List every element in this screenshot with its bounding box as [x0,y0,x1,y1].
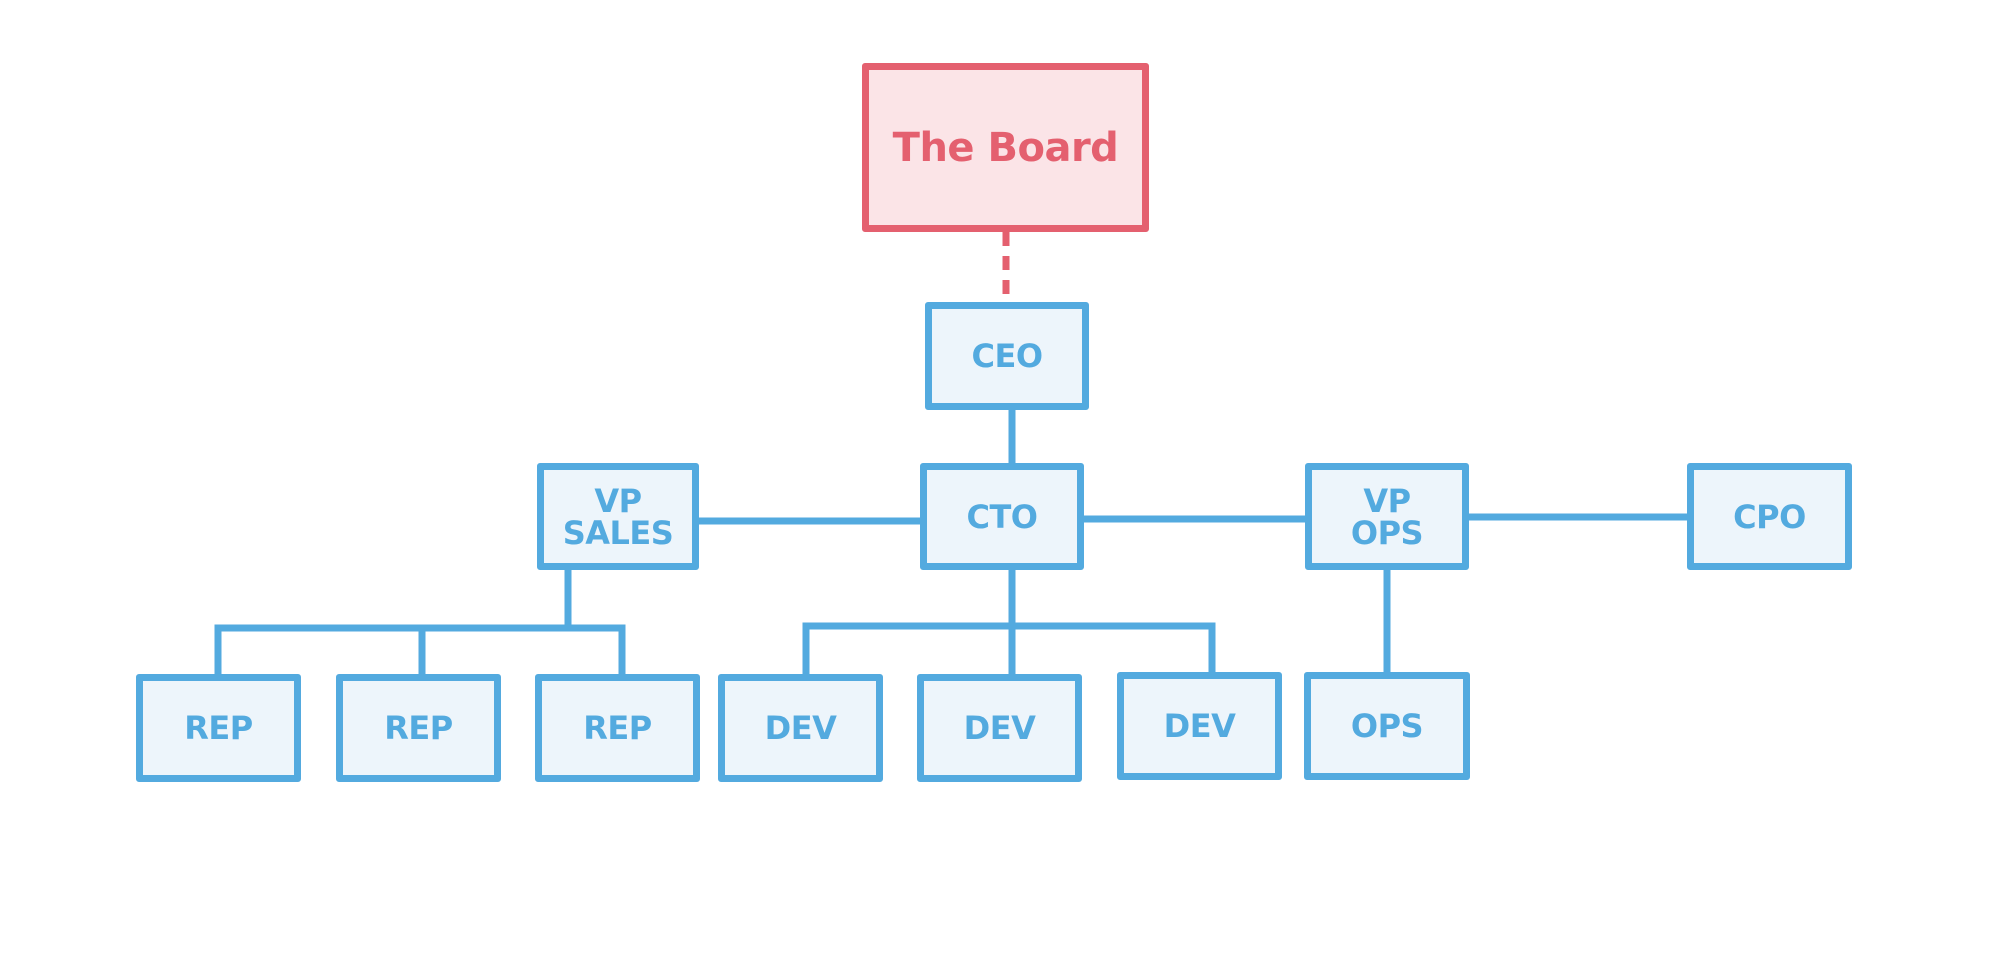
cto-node: CTO [920,463,1084,570]
vp-sales-label-line2: SALES [562,513,674,552]
vp-ops-node: VP OPS [1305,463,1469,570]
ops-node: OPS [1304,672,1470,780]
dev-node-3: DEV [1117,672,1282,780]
ceo-label: CEO [971,337,1043,375]
rep-node-2: REP [336,674,501,782]
cpo-label: CPO [1733,497,1806,536]
cto-label: CTO [966,497,1038,536]
rep-label-2: REP [384,709,453,747]
devs-bracket-connector [802,622,1216,676]
vp-ops-label-line1: VP [1363,481,1411,520]
dev-label-2: DEV [963,709,1036,747]
vp-sales-label-line1: VP [594,481,642,520]
vp-ops-label-line2: OPS [1350,513,1424,552]
dev-label-1: DEV [764,709,837,747]
ceo-node: CEO [925,302,1089,410]
vp-sales-node: VP SALES [537,463,699,570]
dev-label-3: DEV [1163,707,1236,745]
rep-label-1: REP [184,709,253,747]
rep-node-3: REP [535,674,700,782]
dev-node-2: DEV [917,674,1082,782]
ops-label: OPS [1350,707,1424,745]
rep-label-3: REP [583,709,652,747]
rep-node-1: REP [136,674,301,782]
dev-node-1: DEV [718,674,883,782]
board-node: The Board [862,63,1149,232]
board-label: The Board [892,124,1119,171]
cpo-node: CPO [1687,463,1852,570]
